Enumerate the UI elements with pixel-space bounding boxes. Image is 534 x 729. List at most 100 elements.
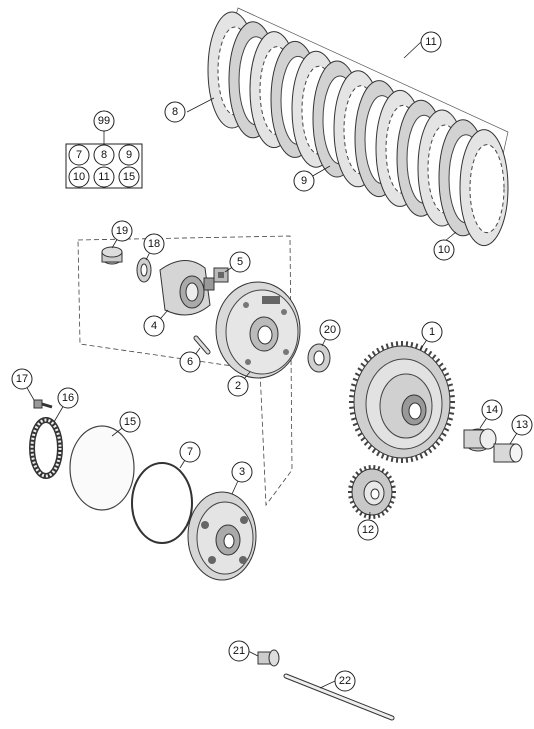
- part-callout-20: [319, 319, 341, 341]
- part-number-label: 19: [116, 225, 128, 237]
- basket-gear-tooth: [349, 411, 356, 415]
- basket-gear-tooth: [350, 383, 357, 387]
- thrust-washer-part: [307, 343, 331, 373]
- part-number-label: 14: [486, 404, 498, 416]
- small-gear-tooth: [381, 468, 385, 473]
- part-number-label: 15: [124, 416, 136, 428]
- part-number-label: 4: [151, 320, 157, 332]
- part-callout-14: [481, 399, 503, 421]
- part-callout-5: [229, 251, 251, 273]
- part-callout-1: [421, 321, 443, 343]
- kit-header-label: 99: [98, 115, 110, 127]
- part-number-label: 6: [187, 356, 193, 368]
- basket-gear-tooth: [352, 422, 359, 427]
- small-gear-tooth: [391, 485, 396, 489]
- part-number-label: 18: [148, 238, 160, 250]
- small-gear-part: [348, 465, 396, 519]
- basket-gear-tooth: [419, 453, 424, 459]
- basket-gear-tooth: [447, 383, 454, 387]
- small-gear-tooth: [389, 500, 395, 504]
- basket-gear-tooth: [380, 453, 385, 459]
- basket-gear-tooth: [443, 372, 450, 377]
- basket-gear-tooth: [441, 432, 447, 437]
- clip-part: [213, 267, 229, 283]
- part-callout-19: [111, 220, 133, 242]
- kit-item-label: 10: [73, 171, 85, 183]
- part-number-label: 17: [16, 373, 28, 385]
- basket-gear-tooth: [448, 411, 455, 415]
- part-callout-6: [179, 351, 201, 373]
- clutch-plate-stack: [207, 7, 509, 247]
- small-gear-tooth: [349, 500, 355, 504]
- kit-item-label: 15: [123, 171, 135, 183]
- basket-gear-tooth: [367, 444, 373, 450]
- part-number-label: 22: [339, 675, 351, 687]
- bushing-part: [463, 428, 497, 452]
- basket-gear-tooth: [363, 358, 369, 364]
- o-ring-part: [131, 462, 193, 544]
- part-callout-4: [143, 315, 165, 337]
- basket-gear-tooth: [357, 367, 363, 372]
- part-number-label: 21: [233, 645, 245, 657]
- small-gear-tooth: [359, 511, 363, 516]
- basket-gear-tooth: [447, 417, 454, 421]
- small-gear-tooth: [355, 508, 360, 513]
- part-number-label: 12: [362, 524, 374, 536]
- clutch-basket-part: [349, 341, 455, 463]
- washer-part: [136, 257, 152, 283]
- basket-gear-tooth: [352, 377, 359, 382]
- part-number-label: 10: [438, 244, 450, 256]
- basket-gear-tooth: [410, 341, 414, 348]
- basket-gear-tooth: [360, 362, 366, 368]
- part-callout-2: [227, 375, 249, 397]
- basket-gear-tooth: [441, 367, 447, 372]
- small-gear-tooth: [384, 508, 389, 513]
- basket-gear-tooth: [443, 427, 450, 432]
- part-number-label: 20: [324, 324, 336, 336]
- basket-gear-tooth: [445, 422, 452, 427]
- basket-gear-tooth: [390, 456, 394, 463]
- part-number-label: 5: [237, 256, 243, 268]
- part-number-label: 16: [62, 392, 74, 404]
- basket-gear-tooth: [431, 354, 437, 360]
- small-gear-tooth: [389, 480, 395, 484]
- push-rod-end-part: [257, 649, 280, 667]
- basket-gear-tooth: [371, 448, 377, 454]
- part-number-label: 9: [301, 175, 307, 187]
- basket-gear-tooth: [367, 354, 373, 360]
- bolt-part: [33, 399, 53, 409]
- basket-gear-tooth: [410, 456, 414, 463]
- part-number-label: 8: [172, 106, 178, 118]
- basket-gear-tooth: [354, 372, 361, 377]
- part-callout-12: [357, 519, 379, 541]
- pin-part: [193, 335, 211, 355]
- nut-part: [101, 246, 123, 265]
- part-callout-10: [433, 239, 455, 261]
- needle-bearing-part: [493, 443, 523, 463]
- small-gear-tooth: [391, 495, 396, 499]
- push-rod-part: [283, 673, 395, 721]
- part-callout-11: [420, 31, 442, 53]
- basket-gear-tooth: [363, 440, 369, 446]
- clutch-cover-part: [187, 491, 257, 581]
- basket-gear-tooth: [445, 377, 452, 382]
- basket-gear-tooth: [427, 350, 433, 356]
- small-gear-tooth: [351, 504, 357, 509]
- kit-item-callout: [68, 166, 90, 188]
- part-callout-7: [179, 441, 201, 463]
- spring-ring-part: [29, 417, 63, 479]
- small-gear-tooth: [359, 468, 363, 473]
- part-callout-22: [334, 670, 356, 692]
- disc-part: [69, 425, 135, 511]
- clutch-hub-part: [159, 260, 215, 316]
- sub-assembly-frame: [77, 235, 293, 507]
- small-gear-tooth: [363, 513, 367, 518]
- kit-item-label: 9: [126, 149, 132, 161]
- kit-callout: [93, 110, 115, 132]
- kit-item-label: 8: [101, 149, 107, 161]
- basket-gear-tooth: [448, 389, 455, 393]
- part-callout-16: [57, 387, 79, 409]
